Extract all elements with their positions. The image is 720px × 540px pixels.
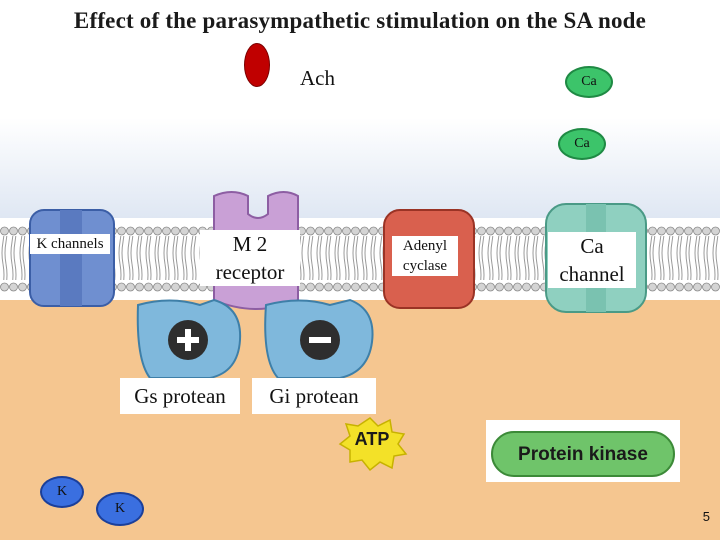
atp-burst-icon: [338, 417, 408, 472]
k-ion-2-label: K: [114, 501, 126, 516]
protein-kinase-box: [486, 420, 680, 482]
gi-protein-label: Gi protean: [252, 378, 376, 414]
k-ion-1: K: [40, 476, 84, 508]
page-title: Effect of the parasympathetic stimulatio…: [73, 8, 647, 33]
k-channel-protein: [29, 209, 115, 307]
page-number: 5: [702, 509, 710, 524]
ca-ion-outside: Ca: [565, 66, 613, 98]
plus-icon: [168, 320, 208, 360]
m2-receptor-label: M 2 receptor: [200, 230, 300, 286]
k-ion-1-label: K: [56, 484, 68, 499]
gs-protein-label: Gs protean: [120, 378, 240, 414]
membrane-inner-heads: [0, 280, 720, 294]
k-channels-label: K channels: [30, 234, 110, 254]
ca-ion-outside-label: Ca: [581, 74, 597, 89]
minus-icon: [300, 320, 340, 360]
membrane-outer-heads: [0, 222, 720, 236]
protein-kinase-label: Protein kinase: [518, 444, 648, 465]
ca-ion-membrane: Ca: [558, 128, 606, 160]
ca-channel-label: Ca channel: [548, 232, 636, 288]
ach-label: Ach: [300, 66, 335, 90]
adenyl-cyclase-label: Adenyl cyclase: [392, 236, 458, 276]
ca-ion-membrane-label: Ca: [574, 136, 590, 151]
k-ion-2: K: [96, 492, 144, 526]
ach-molecule-icon: [244, 43, 270, 87]
atp-label: ATP: [354, 429, 390, 449]
